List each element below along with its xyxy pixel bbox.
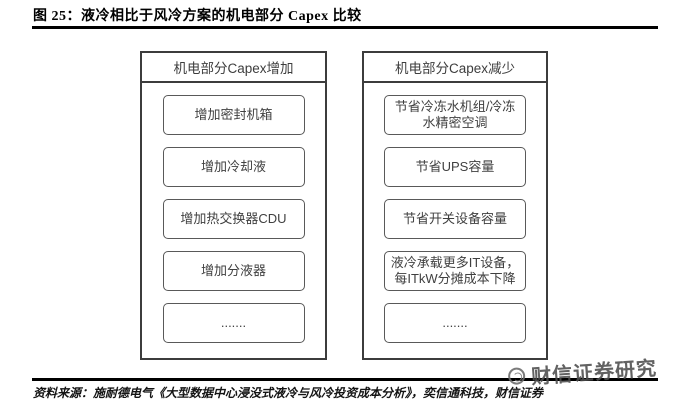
title-divider-rule [32, 26, 658, 29]
capex-decrease-panel-header: 机电部分Capex减少 [364, 53, 546, 83]
capex-increase-panel: 机电部分Capex增加 增加密封机箱 增加冷却液 增加热交换器CDU 增加分液器… [140, 51, 327, 360]
diagram-item-coolant: 增加冷却液 [162, 147, 305, 187]
figure-title: 图 25：液冷相比于风冷方案的机电部分 Capex 比较 [33, 9, 362, 24]
publisher-watermark-text: 财信证券研究 [530, 357, 658, 389]
capex-increase-panel-header: 机电部分Capex增加 [142, 53, 325, 83]
capex-increase-items: 增加密封机箱 增加冷却液 增加热交换器CDU 增加分液器 ....... [142, 83, 325, 343]
diagram-item-it-load-cost: 液冷承载更多IT设备，每ITkW分摊成本下降 [384, 251, 526, 291]
diagram-item-ellipsis-left: ....... [162, 303, 305, 343]
source-divider-rule [32, 378, 658, 381]
capex-decrease-items: 节省冷冻水机组/冷冻水精密空调 节省UPS容量 节省开关设备容量 液冷承载更多I… [364, 83, 546, 343]
diagram-item-chilled-water: 节省冷冻水机组/冷冻水精密空调 [384, 95, 526, 135]
diagram-item-sealed-chassis: 增加密封机箱 [162, 95, 305, 135]
diagram-item-liquid-distributor: 增加分液器 [162, 251, 305, 291]
diagram-item-ellipsis-right: ....... [384, 303, 526, 343]
diagram-item-cdu: 增加热交换器CDU [162, 199, 305, 239]
diagram-item-switchgear-capacity: 节省开关设备容量 [384, 199, 526, 239]
publisher-logo-icon [507, 367, 526, 386]
capex-decrease-panel: 机电部分Capex减少 节省冷冻水机组/冷冻水精密空调 节省UPS容量 节省开关… [362, 51, 548, 360]
source-note: 资料来源：施耐德电气《大型数据中心浸没式液冷与风冷投资成本分析》，奕信通科技，财… [33, 386, 544, 400]
diagram-item-ups-capacity: 节省UPS容量 [384, 147, 526, 187]
